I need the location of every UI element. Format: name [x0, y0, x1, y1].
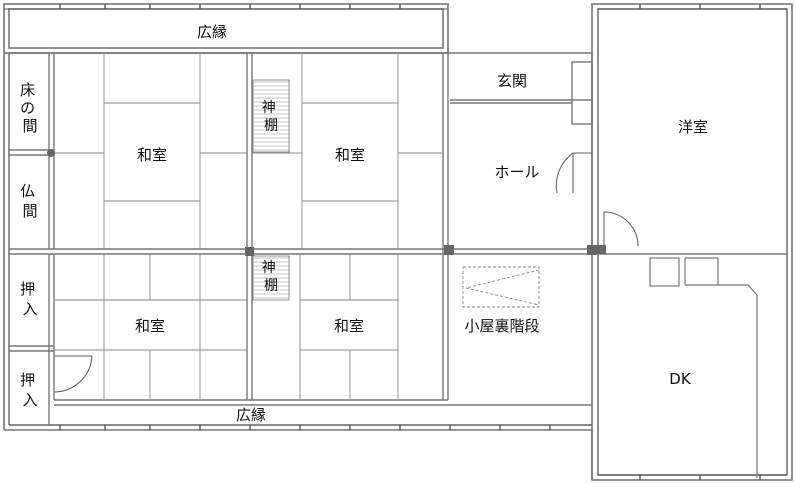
oshiire1-char-2: 入: [22, 300, 37, 318]
toko-char-1: 床: [20, 81, 35, 99]
room-label-butsuma: 仏 間: [20, 182, 40, 220]
room-label-hiroen-bottom: 広縁: [236, 406, 266, 424]
toko-char-2: の: [20, 99, 35, 117]
posts: [47, 149, 606, 256]
attic-stairs: [462, 266, 540, 308]
room-label-dk: DK: [669, 370, 692, 388]
room-label-washitsu-3: 和室: [135, 317, 165, 335]
butsuma-char-1: 仏: [20, 182, 35, 200]
room-label-kamidana-1: 神 棚: [262, 100, 280, 134]
room-label-hiroen-top: 広縁: [197, 23, 227, 41]
room-label-oshiire-2: 押 入: [20, 371, 40, 409]
toko-char-3: 間: [22, 117, 37, 135]
kitchen-counter: [649, 257, 758, 478]
room-label-genkan: 玄関: [497, 72, 527, 90]
room-label-hall: ホール: [494, 163, 539, 181]
kamidana2-char-1: 神: [262, 260, 276, 276]
kamidana1-char-1: 神: [262, 100, 276, 116]
kamidana-hatch-lines: [253, 81, 289, 299]
room-label-oshiire-1: 押 入: [20, 280, 40, 318]
room-label-washitsu-2: 和室: [335, 146, 365, 164]
butsuma-char-2: 間: [22, 202, 37, 220]
room-label-attic-stairs: 小屋裏階段: [464, 317, 539, 335]
oshiire1-char-1: 押: [20, 280, 35, 298]
room-label-yoshitsu: 洋室: [678, 118, 708, 136]
kamidana1-char-2: 棚: [264, 118, 278, 134]
oshiire2-char-1: 押: [20, 371, 35, 389]
oshiire2-char-2: 入: [22, 391, 37, 409]
room-label-kamidana-2: 神 棚: [262, 260, 280, 294]
room-label-toko: 床 の 間: [20, 81, 40, 135]
wall-ticks: [59, 4, 761, 480]
room-label-washitsu-1: 和室: [137, 146, 167, 164]
tatami-lines: [54, 53, 443, 400]
room-label-washitsu-4: 和室: [334, 317, 364, 335]
doors: [53, 152, 639, 393]
kamidana2-char-2: 棚: [264, 278, 278, 294]
